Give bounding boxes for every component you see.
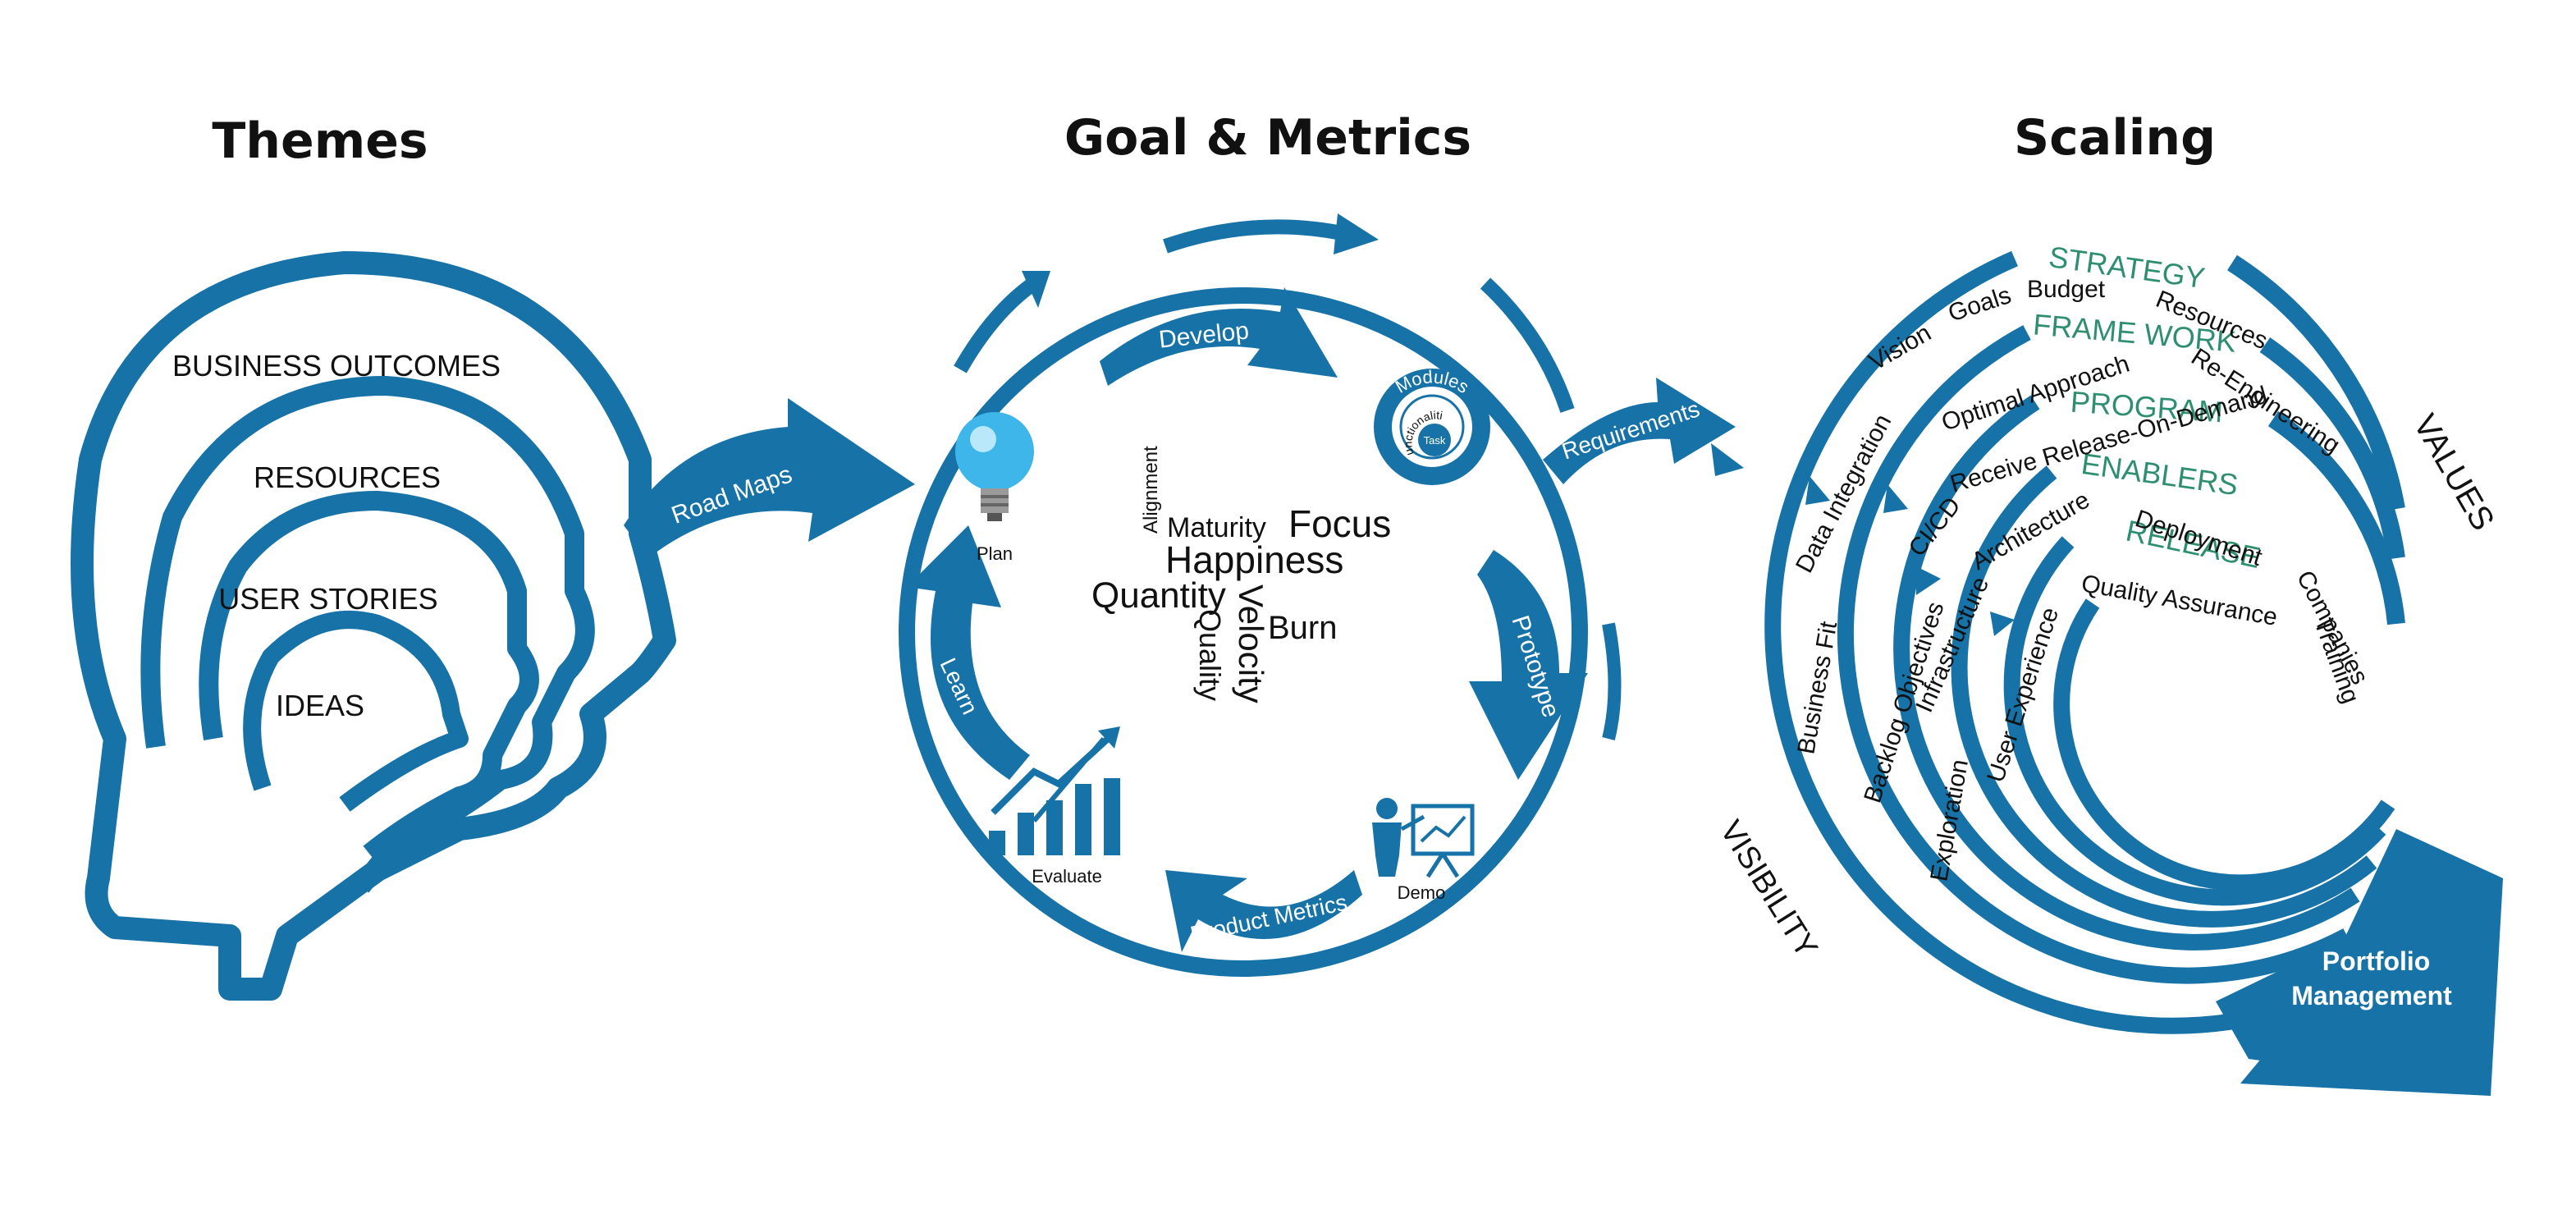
values-label: VALUES (2406, 409, 2501, 537)
head-label-business-outcomes: BUSINESS OUTCOMES (172, 349, 501, 383)
portfolio-arrow: Portfolio Management (2216, 829, 2503, 1096)
road-maps-arrow: Road Maps (624, 398, 915, 558)
spiral-left-arrowhead-2 (1805, 476, 1830, 505)
word-focus: Focus (1288, 502, 1391, 545)
item-quality-assurance: Quality Assurance (2080, 570, 2280, 630)
title-scaling: Scaling (2014, 109, 2216, 167)
product-metrics-arrow: Product Metrics (1165, 870, 1362, 952)
spiral-ring-4 (1951, 465, 2377, 928)
word-maturity: Maturity (1167, 512, 1266, 543)
head-label-ideas: IDEAS (276, 689, 364, 722)
modules-badge: Modules Functionalities Task (0, 0, 1490, 485)
spiral-ring-2 (1837, 325, 2351, 984)
word-velocity: Velocity (1232, 584, 1270, 703)
center-pointer-arrow (1032, 737, 1106, 822)
cycle-outer-arc-left (954, 277, 1039, 373)
head-layer-2 (140, 376, 595, 893)
spiral-left-arrowhead-1 (1711, 443, 1744, 476)
spiral-ring-5 (2003, 536, 2386, 906)
word-alignment: Alignment (1140, 446, 1162, 534)
spiral-outer-band (2227, 254, 2405, 511)
spiral-outer-band-2 (2259, 337, 2405, 560)
cycle-inner-ring (899, 287, 1588, 977)
cycle-rings (899, 213, 1622, 977)
head-profiles (71, 251, 676, 1001)
word-quality: Quality (1193, 609, 1227, 701)
cycle-outer-arc-top (1163, 219, 1347, 254)
plan-lightbulb: Plan (955, 412, 1034, 564)
scaling-spiral (1764, 250, 2405, 1034)
word-burn: Burn (1268, 610, 1338, 646)
spiral-outer-band-3 (2267, 410, 2405, 625)
portfolio-word-2: Management (2291, 981, 2452, 1010)
word-quantity: Quantity (1091, 575, 1226, 616)
visibility-label: VISIBILITY (1713, 815, 1823, 964)
head-label-user-stories: USER STORIES (218, 582, 437, 616)
head-label-resources: RESOURCES (254, 460, 441, 494)
spiral-left-arrowhead-5 (1990, 612, 2015, 636)
spiral-left-arrowhead-4 (1916, 566, 1941, 595)
requirements-arrow: Requirements (1543, 378, 1736, 484)
head-layer-4 (243, 611, 469, 812)
cycle-outer-arc-right-low (1602, 622, 1622, 740)
word-happiness: Happiness (1165, 538, 1343, 581)
portfolio-management-label: Portfolio Management (2291, 946, 2452, 1010)
task-label: Task (1424, 434, 1446, 447)
plan-label: Plan (977, 543, 1013, 564)
title-themes: Themes (212, 112, 428, 170)
evaluate-label: Evaluate (1032, 866, 1102, 887)
head-layer-3 (199, 491, 539, 862)
item-budget: Budget (2027, 276, 2106, 303)
spiral-left-arrowhead-3 (1883, 484, 1908, 513)
item-business-fit: Business Fit (1792, 619, 1842, 756)
head-outer (71, 251, 676, 1001)
word-cloud: Alignment Maturity Focus Happiness Quant… (1091, 446, 1391, 703)
spiral-ring-6 (2053, 598, 2395, 891)
spiral-ring-1 (1764, 250, 2334, 1034)
spiral-ring-3 (1893, 395, 2360, 951)
title-goal-metrics: Goal & Metrics (1064, 109, 1471, 167)
cycle-outer-arc-right (1480, 277, 1575, 413)
portfolio-word-1: Portfolio (2322, 946, 2431, 976)
demo-label: Demo (1398, 882, 1446, 903)
demo-presenter-icon: Demo (1372, 798, 1475, 903)
